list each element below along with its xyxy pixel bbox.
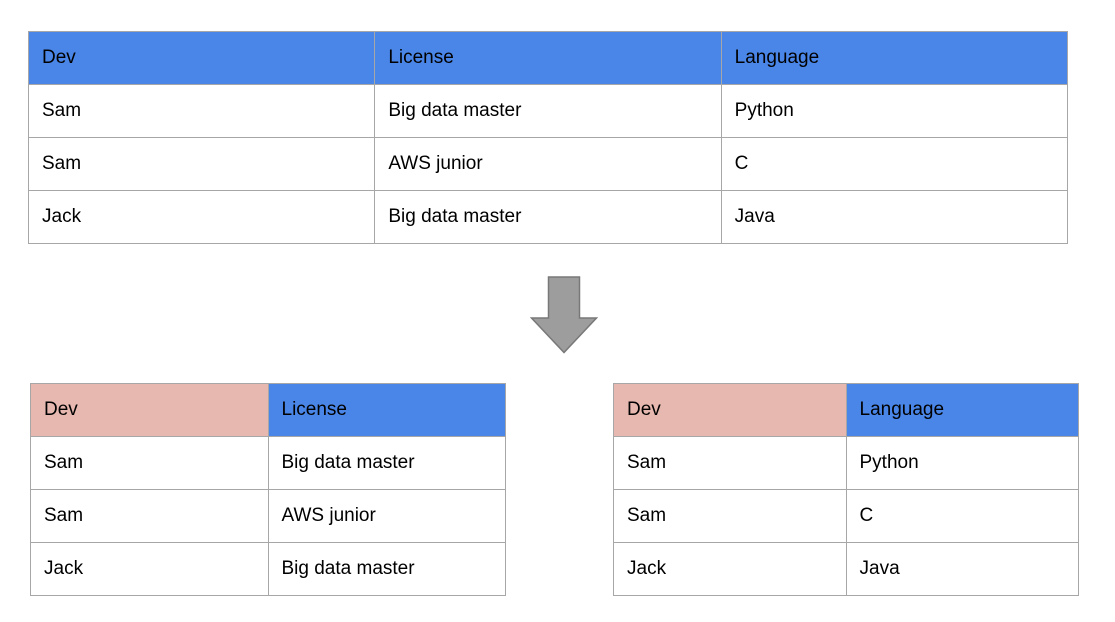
table-cell: Sam bbox=[27, 84, 376, 138]
column-header-dev: Dev bbox=[613, 383, 847, 437]
column-header-dev: Dev bbox=[27, 31, 376, 85]
table-cell: Big data master bbox=[374, 190, 722, 244]
table-cell: Big data master bbox=[267, 436, 506, 490]
column-header-license: License bbox=[374, 31, 722, 85]
table-cell: Java bbox=[845, 542, 1079, 596]
table-cell: Sam bbox=[27, 137, 376, 191]
table-cell: AWS junior bbox=[267, 489, 506, 543]
table-cell: Sam bbox=[613, 489, 847, 543]
column-header-dev: Dev bbox=[30, 383, 269, 437]
column-header-language: Language bbox=[845, 383, 1079, 437]
table-cell: Jack bbox=[30, 542, 269, 596]
table-cell: C bbox=[845, 489, 1079, 543]
table-cell: Jack bbox=[27, 190, 376, 244]
table-cell: Sam bbox=[30, 489, 269, 543]
table-cell: Java bbox=[720, 190, 1069, 244]
table-cell: Big data master bbox=[267, 542, 506, 596]
table-cell: C bbox=[720, 137, 1069, 191]
column-header-language: Language bbox=[720, 31, 1069, 85]
table-cell: Sam bbox=[613, 436, 847, 490]
table-cell: Python bbox=[845, 436, 1079, 490]
table-cell: Jack bbox=[613, 542, 847, 596]
table-cell: AWS junior bbox=[374, 137, 722, 191]
table-cell: Big data master bbox=[374, 84, 722, 138]
table-cell: Python bbox=[720, 84, 1069, 138]
table-cell: Sam bbox=[30, 436, 269, 490]
down-arrow-shape bbox=[530, 276, 598, 354]
down-arrow-icon bbox=[530, 276, 598, 354]
column-header-license: License bbox=[267, 383, 506, 437]
